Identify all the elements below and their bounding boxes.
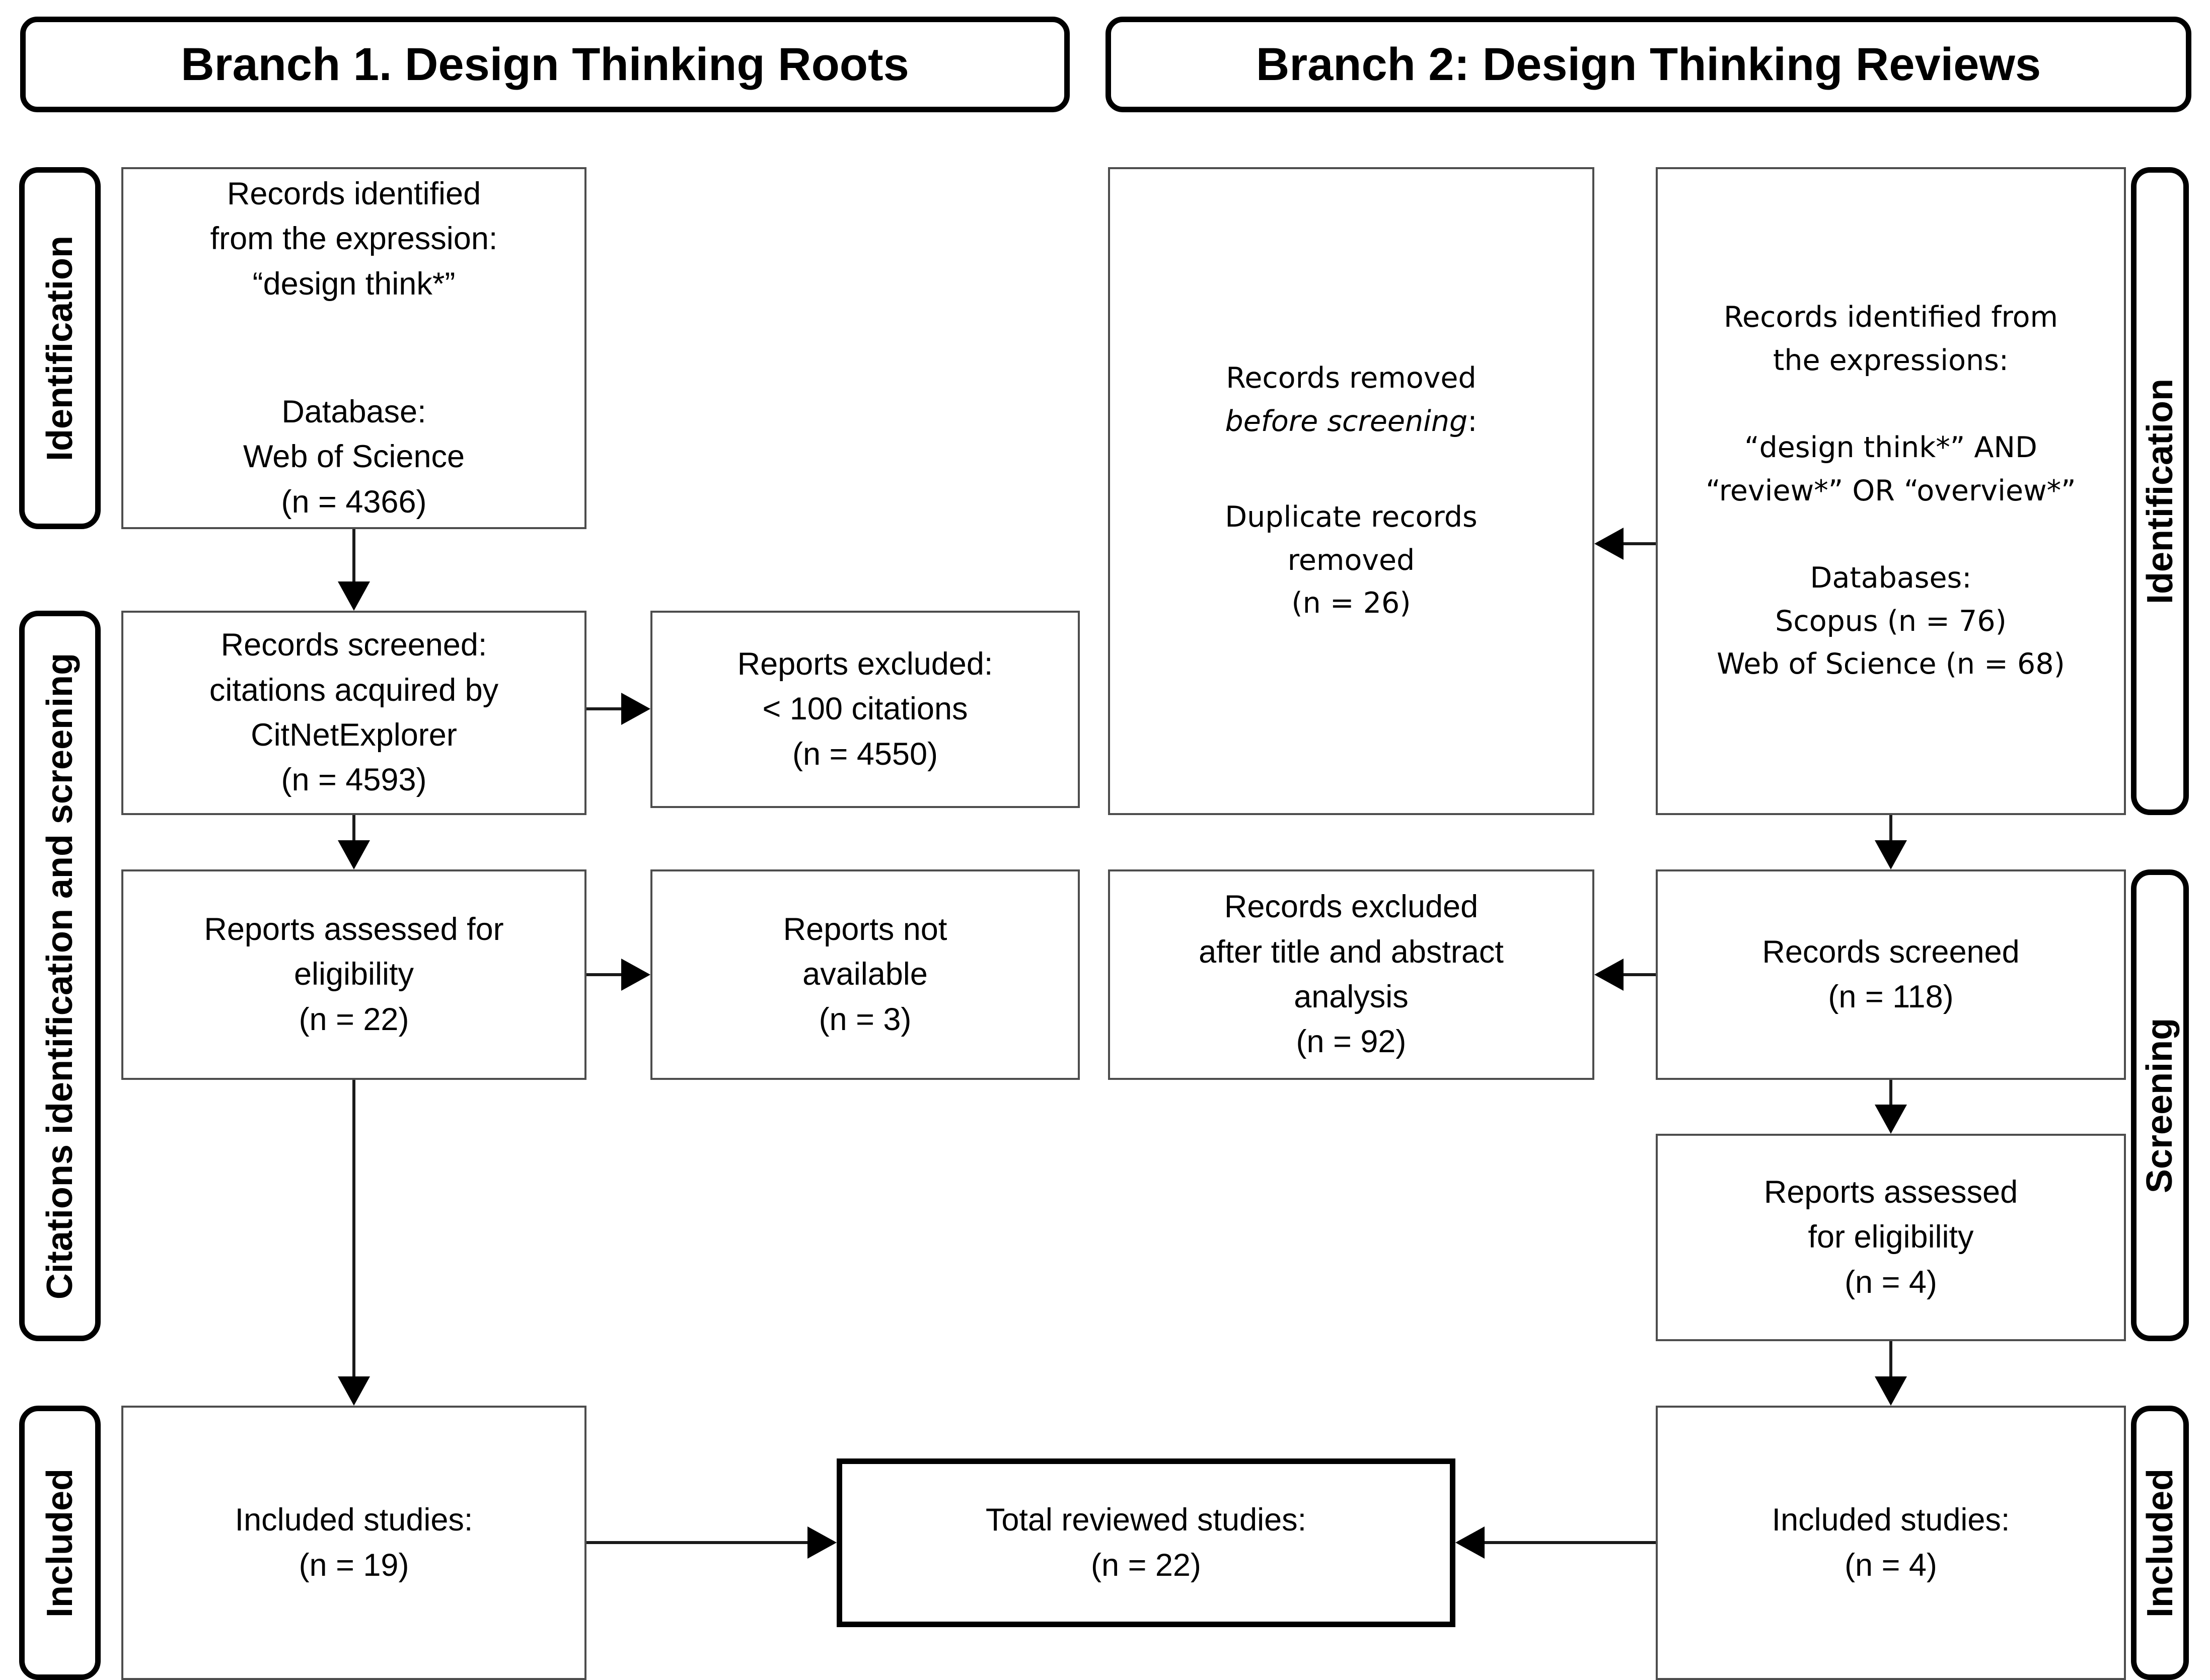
- branch2-header-label: Branch 2: Design Thinking Reviews: [1256, 38, 2041, 90]
- branch1-header: Branch 1. Design Thinking Roots: [20, 17, 1070, 112]
- right-stage-screening-label: Screening: [2140, 1017, 2180, 1193]
- box-total-reviewed-studies: Total reviewed studies: (n = 22): [837, 1458, 1455, 1627]
- box-records-removed-line2: before screening:: [1225, 400, 1478, 444]
- box-included-studies-b1-text: Included studies: (n = 19): [235, 1502, 473, 1583]
- box-records-removed-line2-italic: before screening: [1225, 404, 1468, 438]
- box-reports-assessed-b1-text: Reports assessed for eligibility (n = 22…: [204, 911, 504, 1037]
- branch2-header: Branch 2: Design Thinking Reviews: [1106, 17, 2191, 112]
- box-records-screened-citnet-text: Records screened: citations acquired by …: [209, 627, 499, 798]
- box-reports-excluded-citations-text: Reports excluded: < 100 citations (n = 4…: [737, 646, 993, 772]
- box-reports-assessed-b2-text: Reports assessed for eligibility (n = 4): [1763, 1174, 2018, 1300]
- box-reports-not-available-text: Reports not available (n = 3): [783, 911, 947, 1037]
- left-stage-citations-screening: Citations identification and screening: [19, 611, 101, 1341]
- left-stage-identification: Identification: [19, 167, 101, 529]
- box-included-studies-b2-text: Included studies: (n = 4): [1772, 1502, 2010, 1583]
- box-records-removed-line1: Records removed: [1226, 361, 1477, 395]
- box-records-screened-b2-text: Records screened (n = 118): [1762, 934, 2020, 1014]
- box-records-identified-expressions-intro: Records identified from the expressions:: [1723, 301, 2058, 377]
- box-reports-assessed-b2: Reports assessed for eligibility (n = 4): [1656, 1134, 2126, 1341]
- box-records-identified-wos: Records identified from the expression: …: [121, 167, 586, 529]
- box-reports-assessed-b1: Reports assessed for eligibility (n = 22…: [121, 869, 586, 1080]
- left-stage-included: Included: [19, 1406, 101, 1680]
- box-records-screened-b2: Records screened (n = 118): [1656, 869, 2126, 1080]
- right-stage-identification-label: Identification: [2140, 378, 2180, 604]
- box-included-studies-b1: Included studies: (n = 19): [121, 1406, 586, 1680]
- box-records-removed-before-screening: Records removed before screening: Duplic…: [1108, 167, 1594, 815]
- box-reports-excluded-citations: Reports excluded: < 100 citations (n = 4…: [650, 611, 1080, 808]
- box-records-identified-wos-database: Database: Web of Science (n = 4366): [243, 394, 465, 520]
- right-stage-identification: Identification: [2131, 167, 2189, 815]
- branch1-header-label: Branch 1. Design Thinking Roots: [181, 38, 909, 90]
- right-stage-included: Included: [2131, 1406, 2189, 1680]
- right-stage-screening: Screening: [2131, 869, 2189, 1341]
- left-stage-identification-label: Identification: [40, 235, 80, 461]
- box-reports-not-available: Reports not available (n = 3): [650, 869, 1080, 1080]
- right-stage-included-label: Included: [2140, 1468, 2180, 1618]
- box-records-identified-expressions-terms: “design think*” AND “review*” OR “overvi…: [1706, 431, 2076, 507]
- box-records-identified-expressions-databases: Databases: Scopus (n = 76) Web of Scienc…: [1717, 561, 2065, 681]
- left-stage-included-label: Included: [40, 1468, 81, 1618]
- box-records-screened-citnet: Records screened: citations acquired by …: [121, 611, 586, 815]
- box-records-removed-line2-suffix: :: [1467, 404, 1478, 438]
- box-included-studies-b2: Included studies: (n = 4): [1656, 1406, 2126, 1680]
- box-records-excluded-title-abstract: Records excluded after title and abstrac…: [1108, 869, 1594, 1080]
- box-records-identified-expressions: Records identified from the expressions:…: [1656, 167, 2126, 815]
- box-total-reviewed-studies-text: Total reviewed studies: (n = 22): [985, 1502, 1307, 1583]
- box-records-excluded-title-abstract-text: Records excluded after title and abstrac…: [1199, 889, 1504, 1060]
- box-records-identified-wos-text: Records identified from the expression: …: [210, 176, 498, 302]
- box-records-removed-duplicates: Duplicate records removed (n = 26): [1225, 500, 1478, 620]
- left-stage-citations-screening-label: Citations identification and screening: [40, 652, 80, 1299]
